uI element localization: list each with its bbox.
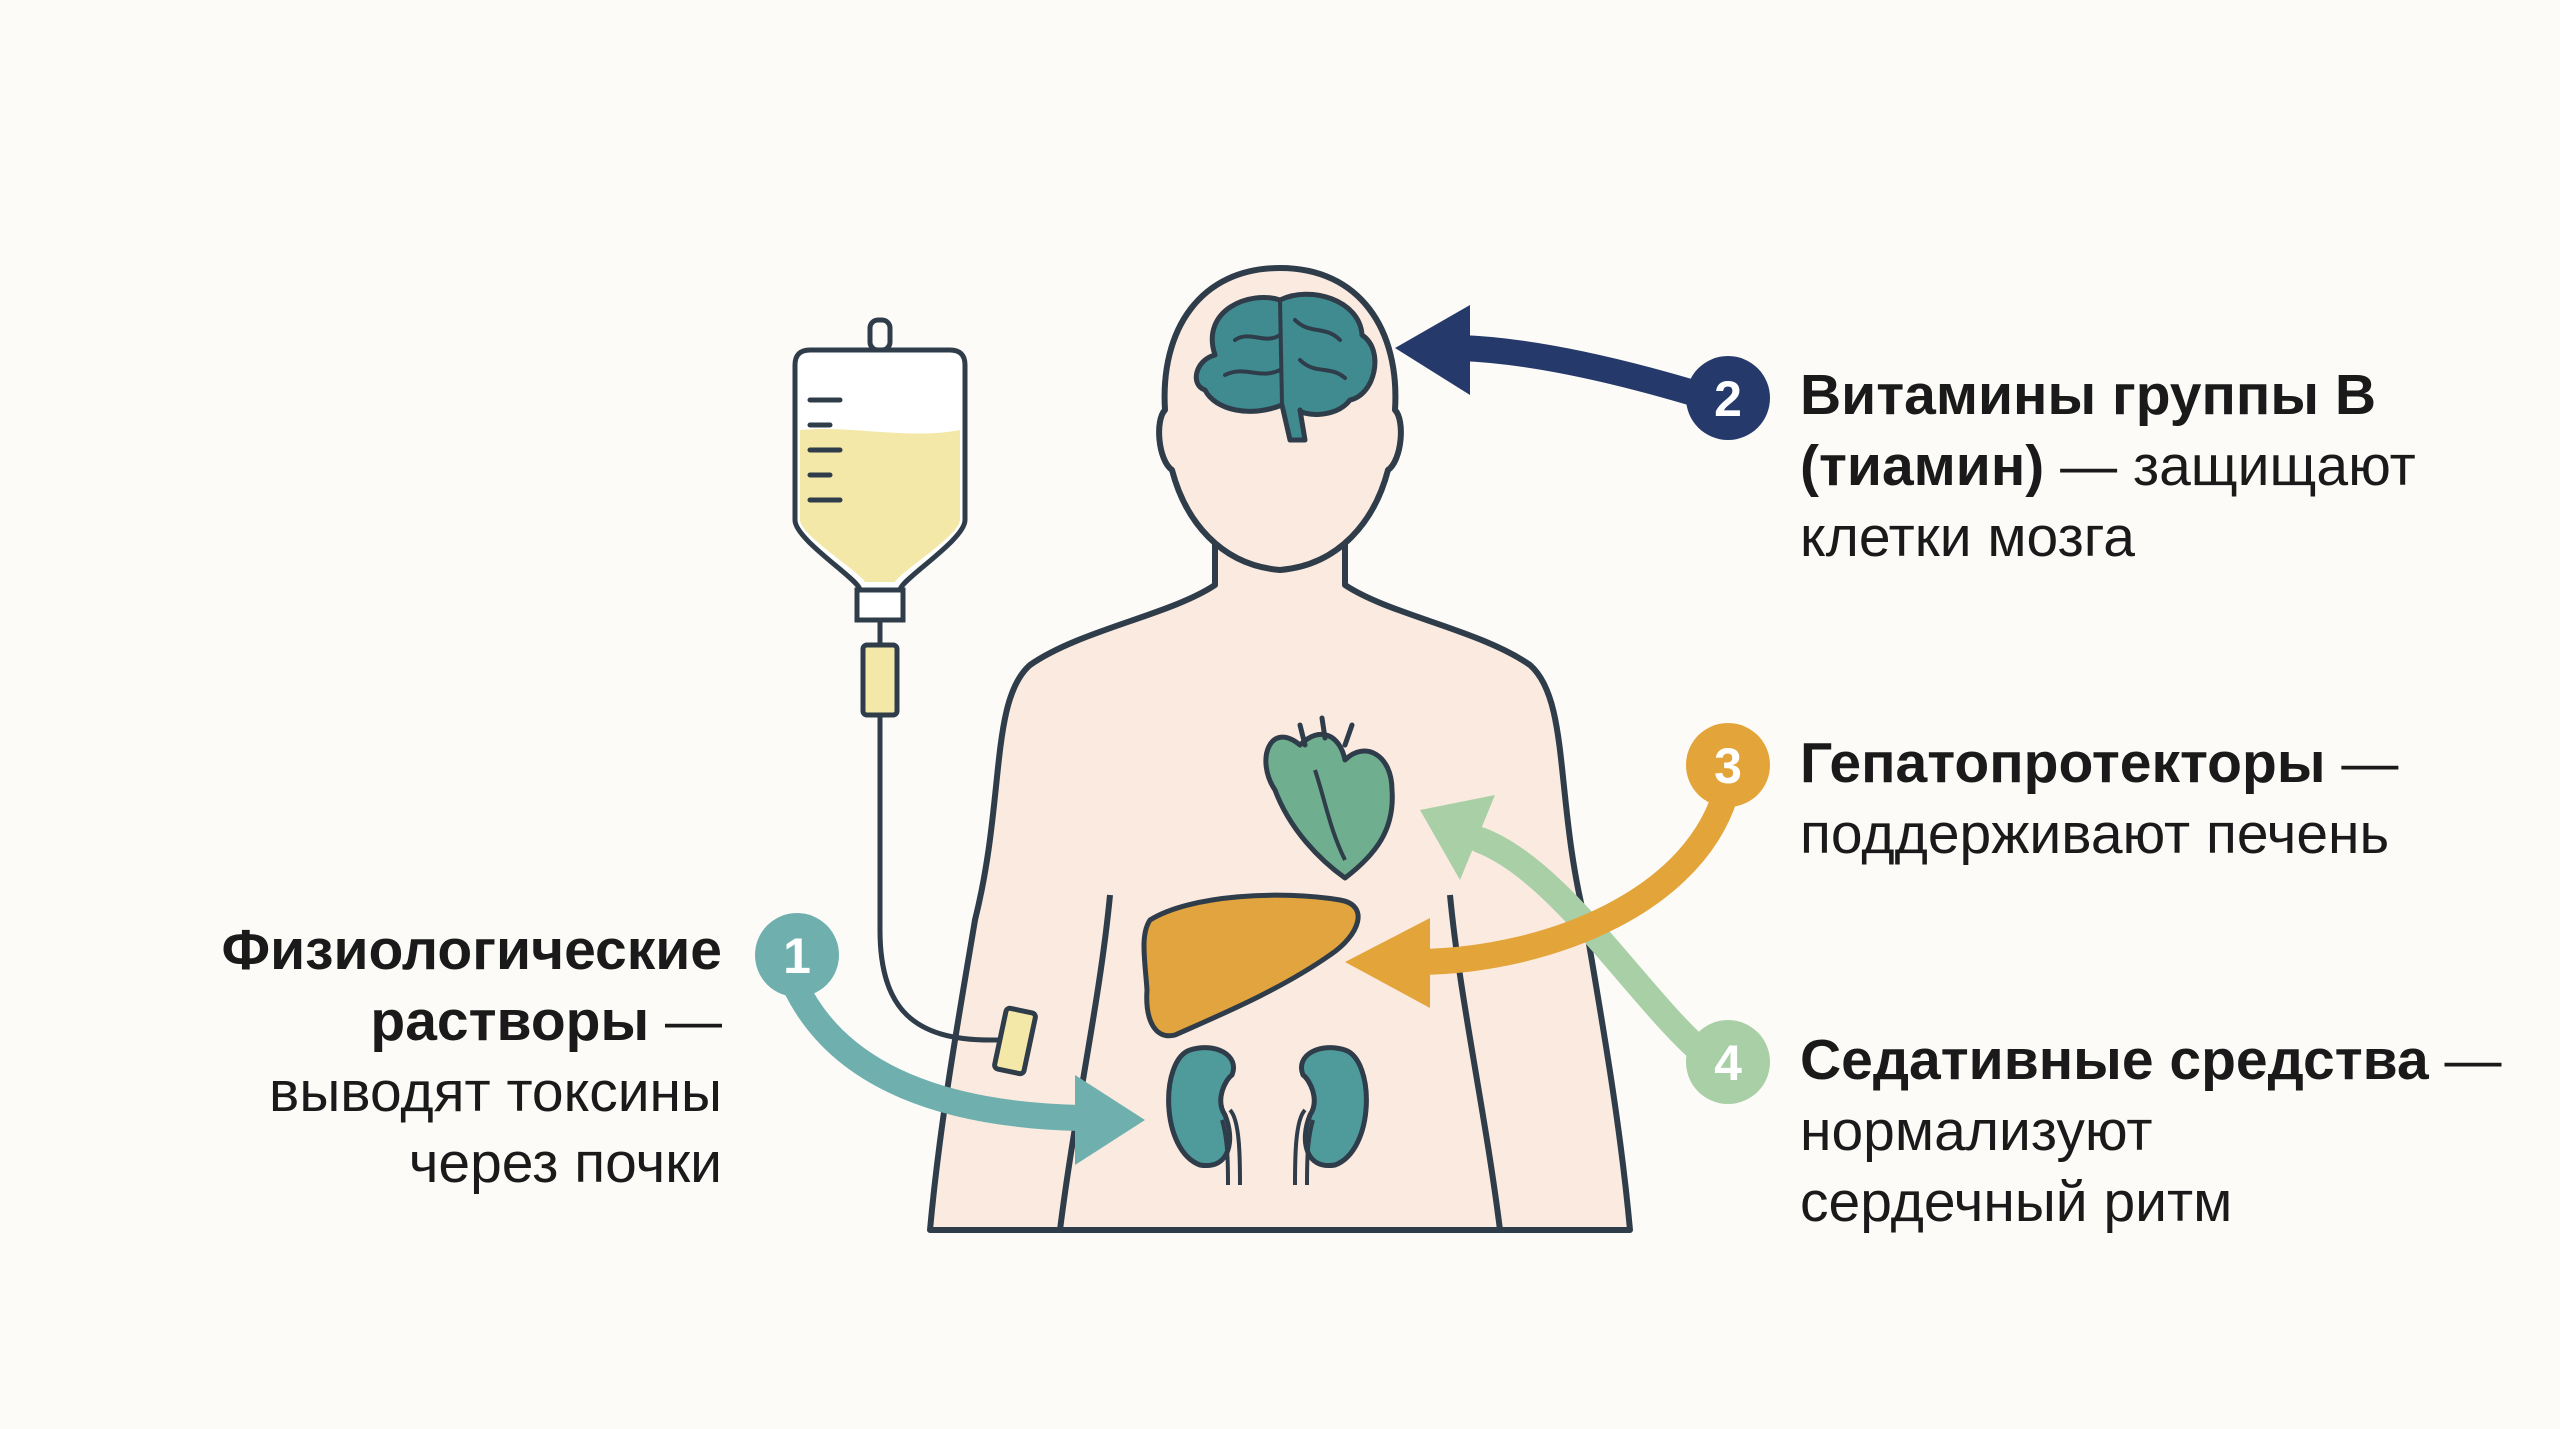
right-arm-line (1447, 894, 1503, 1231)
label-2-line-2: (тиамин) — защищают (1800, 434, 2416, 498)
iv-catheter (992, 1005, 1038, 1077)
label-4-line-2: нормализуют (1800, 1099, 2153, 1163)
badge-1: 1 (755, 913, 839, 997)
label-2-line-3: клетки мозга (1800, 505, 2135, 569)
iv-bag-icon (792, 317, 1038, 1077)
arrow-2 (1447, 335, 1713, 408)
arrow-1-head (1075, 1075, 1145, 1165)
badge-3-number: 3 (1714, 738, 1742, 794)
kidney-icon (1166, 1045, 1369, 1186)
brain-icon (1193, 291, 1378, 443)
label-2: Витамины группы B (тиамин) — защищают кл… (1800, 360, 2416, 573)
badge-2-number: 2 (1714, 371, 1742, 427)
label-1: Физиологические растворы — выводят токси… (221, 915, 722, 1199)
label-3: Гепатопротекторы — поддерживают печень (1800, 728, 2398, 870)
label-1-line-1: Физиологические (221, 918, 722, 982)
label-4: Седативные средства — нормализуют сердеч… (1800, 1025, 2502, 1238)
badge-4: 4 (1686, 1020, 1770, 1104)
badge-1-number: 1 (783, 928, 811, 984)
label-3-line-1: Гепатопротекторы — (1800, 731, 2399, 795)
arrow-4 (1467, 827, 1718, 1068)
label-4-line-1: Седативные средства — (1800, 1028, 2502, 1092)
badge-4-number: 4 (1714, 1035, 1742, 1091)
liver-icon (1141, 892, 1361, 1039)
arrow-1 (782, 972, 1093, 1131)
label-3-line-2: поддерживают печень (1800, 802, 2390, 866)
label-2-line-1: Витамины группы B (1800, 363, 2377, 427)
label-1-line-2: растворы — (370, 989, 722, 1053)
badge-3: 3 (1686, 723, 1770, 807)
label-1-line-3: выводят токсины (269, 1060, 722, 1124)
badge-2: 2 (1686, 356, 1770, 440)
arrow-3-head (1345, 918, 1430, 1008)
arrow-2-head (1395, 305, 1470, 395)
heart-icon (1263, 715, 1395, 881)
arrow-3 (1407, 772, 1741, 975)
label-1-line-4: через почки (408, 1131, 722, 1195)
torso (927, 542, 1633, 1233)
label-4-line-3: сердечный ритм (1800, 1170, 2233, 1234)
arrow-4-head (1420, 795, 1495, 880)
left-arm-line (1057, 894, 1113, 1231)
